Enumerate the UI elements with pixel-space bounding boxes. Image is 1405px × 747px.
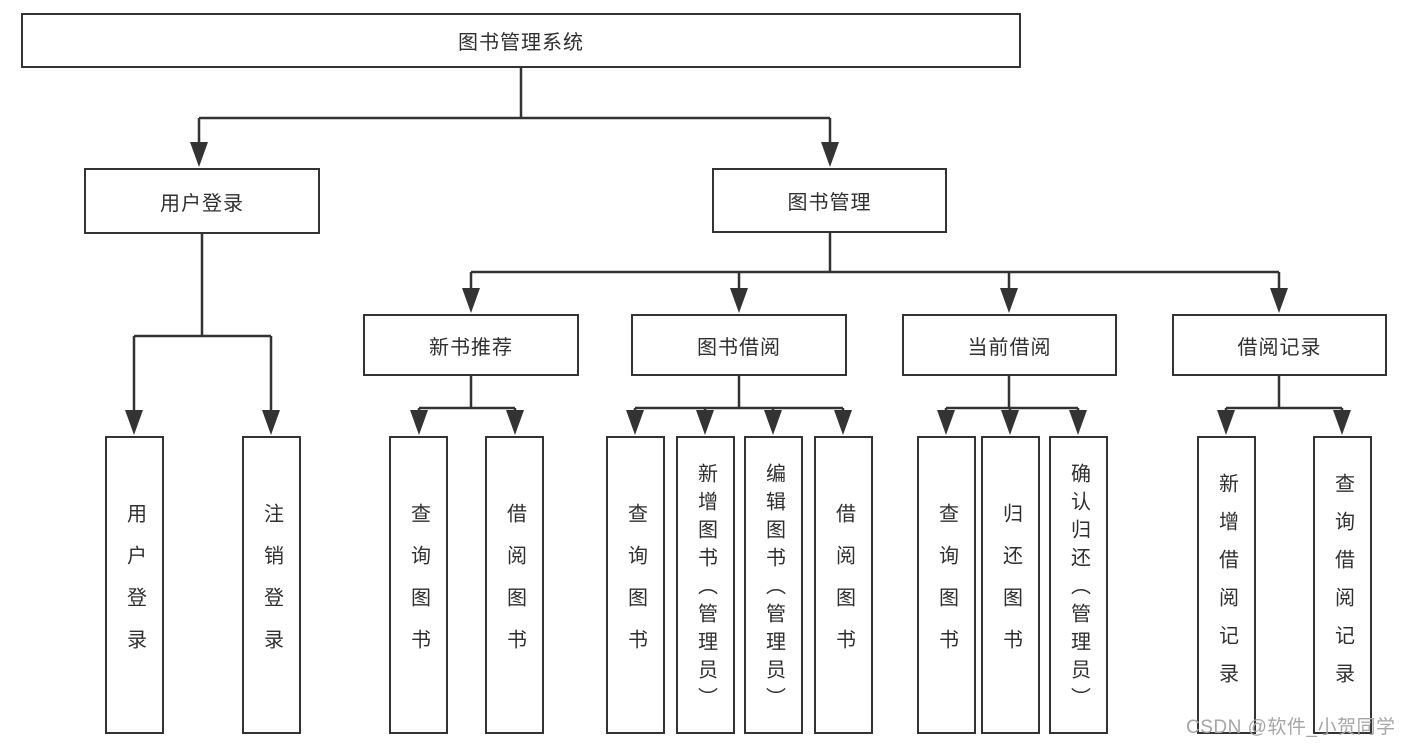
leaf-borrow-book: 借阅图书	[814, 436, 873, 734]
leaf-logout: 注销登录	[242, 436, 301, 734]
node-book-management: 图书管理	[712, 168, 947, 233]
leaf-user-login: 用户登录	[105, 436, 164, 734]
leaf-query-book-borrow: 查询图书	[606, 436, 665, 734]
arrowheads	[125, 142, 1351, 435]
leaf-add-borrow-record: 新增借阅记录	[1197, 436, 1256, 734]
leaf-confirm-return-admin: 确认归还（管理员）	[1049, 436, 1108, 734]
leaf-return-book: 归还图书	[981, 436, 1040, 734]
leaf-query-borrow-record: 查询借阅记录	[1313, 436, 1372, 734]
leaf-borrow-book-recommend: 借阅图书	[485, 436, 544, 734]
node-borrow-records: 借阅记录	[1172, 314, 1387, 376]
node-book-borrow: 图书借阅	[631, 314, 847, 376]
leaf-add-book-admin: 新增图书（管理员）	[676, 436, 735, 734]
watermark: CSDN @软件_小贺同学	[1186, 717, 1396, 738]
node-user-login: 用户登录	[84, 168, 320, 234]
node-current-borrow: 当前借阅	[902, 314, 1117, 376]
node-new-book-recommend: 新书推荐	[363, 314, 579, 376]
leaf-query-book-recommend: 查询图书	[389, 436, 448, 734]
leaf-edit-book-admin: 编辑图书（管理员）	[744, 436, 803, 734]
leaf-query-book-current: 查询图书	[917, 436, 976, 734]
node-root: 图书管理系统	[21, 13, 1021, 68]
